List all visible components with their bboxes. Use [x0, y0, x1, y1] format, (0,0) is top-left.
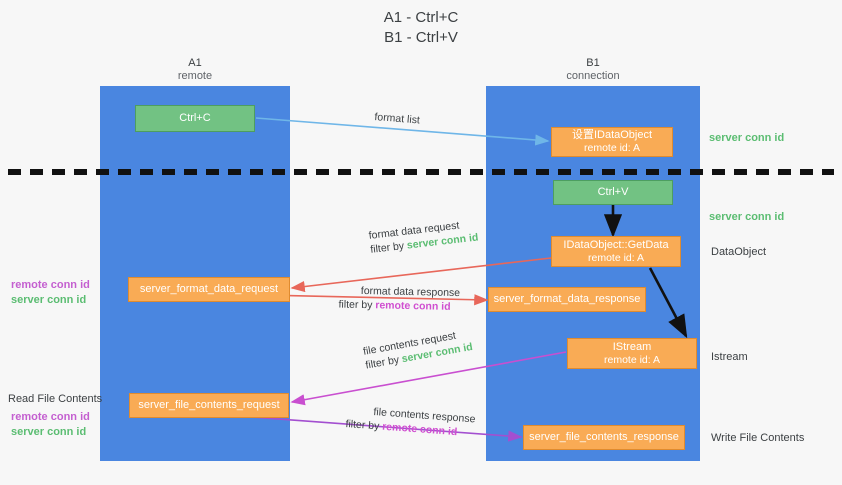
- annotation-left-conn-ids-1: remote conn id server conn id: [11, 278, 90, 308]
- annotation-left-remote-conn-id-1: remote conn id: [11, 279, 90, 291]
- annotation-left-remote-conn-id-2: remote conn id: [11, 411, 90, 423]
- box-ctrl-c-label: Ctrl+C: [179, 112, 211, 124]
- annotation-server-conn-id-mid-text: server conn id: [709, 211, 785, 223]
- edge-label-format-list-text: format list: [373, 110, 421, 127]
- edge-label-format-data-response: format data response filter by remote co…: [338, 284, 460, 314]
- annotation-left-conn-ids-2: remote conn id server conn id: [11, 410, 90, 440]
- box-set-idataobject[interactable]: 设置IDataObject remote id: A: [551, 127, 673, 157]
- lane-a1-sub: remote: [177, 70, 213, 82]
- box-ctrl-v-label: Ctrl+V: [597, 186, 629, 198]
- box-ctrl-v[interactable]: Ctrl+V: [553, 180, 673, 205]
- annotation-server-conn-id-top-text: server conn id: [709, 132, 785, 144]
- lane-b1-name: B1: [586, 57, 600, 69]
- page-title: A1 - Ctrl+C B1 - Ctrl+V: [0, 8, 842, 48]
- lane-b1-header: B1 connection: [486, 57, 700, 83]
- box-istream-line2: remote id: A: [603, 353, 661, 366]
- box-server-format-data-response-label: server_format_data_response: [493, 293, 641, 305]
- box-server-file-contents-response-label: server_file_contents_response: [529, 431, 679, 443]
- box-server-format-data-response[interactable]: server_format_data_response: [488, 287, 646, 312]
- box-istream[interactable]: IStream remote id: A: [567, 338, 697, 369]
- annotation-istream: Istream: [711, 350, 748, 365]
- edge-label-format-data-response-filter: filter by remote conn id: [338, 298, 460, 315]
- edge-label-format-list: format list: [374, 110, 420, 128]
- box-getdata-line1: IDataObject::GetData: [563, 238, 669, 251]
- filter-prefix: filter by: [338, 298, 376, 312]
- box-server-file-contents-request-label: server_file_contents_request: [138, 399, 280, 411]
- annotation-left-server-conn-id-2: server conn id: [11, 426, 87, 438]
- box-ctrl-c[interactable]: Ctrl+C: [135, 105, 255, 132]
- box-set-idataobject-line2: remote id: A: [583, 142, 641, 154]
- title-line-1: A1 - Ctrl+C: [383, 9, 459, 26]
- lane-b1-sub: connection: [566, 70, 620, 82]
- annotation-server-conn-id-mid: server conn id: [709, 210, 784, 225]
- annotation-write-file-contents: Write File Contents: [711, 431, 804, 446]
- filter-prefix: filter by: [345, 417, 383, 433]
- edge-label-file-contents-request: file contents request filter by server c…: [362, 326, 474, 372]
- annotation-read-file-contents: Read File Contents: [8, 392, 102, 407]
- annotation-dataobject-text: DataObject: [711, 246, 767, 258]
- annotation-left-server-conn-id-1: server conn id: [11, 294, 87, 306]
- box-getdata-line2: remote id: A: [587, 251, 645, 264]
- filter-value-remote-conn-id: remote conn id: [375, 299, 451, 313]
- title-line-2: B1 - Ctrl+V: [384, 29, 458, 46]
- annotation-read-file-contents-text: Read File Contents: [8, 393, 103, 405]
- box-server-file-contents-request[interactable]: server_file_contents_request: [129, 393, 289, 418]
- box-server-file-contents-response[interactable]: server_file_contents_response: [523, 425, 685, 450]
- edge-label-format-data-request: format data request filter by server con…: [368, 217, 479, 257]
- annotation-dataobject: DataObject: [711, 245, 766, 260]
- box-istream-line1: IStream: [612, 340, 652, 353]
- box-idataobject-getdata[interactable]: IDataObject::GetData remote id: A: [551, 236, 681, 267]
- annotation-server-conn-id-top: server conn id: [709, 131, 784, 146]
- lane-a1-name: A1: [188, 57, 202, 69]
- filter-prefix: filter by: [369, 239, 408, 256]
- annotation-istream-text: Istream: [711, 351, 748, 363]
- lane-a1-header: A1 remote: [100, 57, 290, 83]
- box-server-format-data-request[interactable]: server_format_data_request: [128, 277, 290, 302]
- annotation-write-file-contents-text: Write File Contents: [711, 432, 805, 444]
- edge-label-file-contents-response: file contents response filter by remote …: [345, 405, 476, 440]
- box-server-format-data-request-label: server_format_data_request: [139, 283, 279, 295]
- box-set-idataobject-line1: 设置IDataObject: [571, 129, 653, 141]
